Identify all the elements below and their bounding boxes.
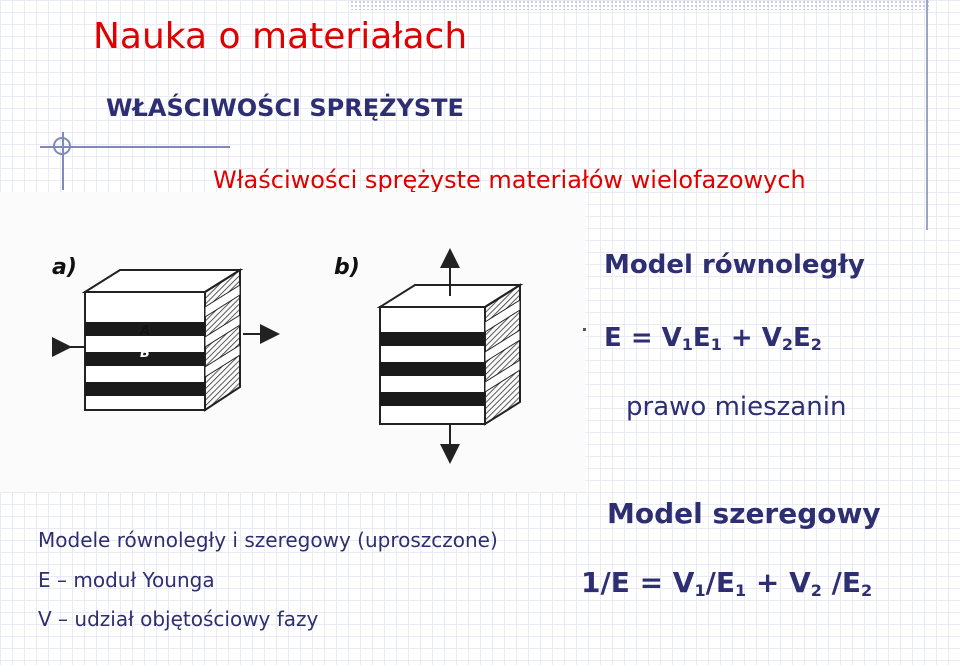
label-b: b) bbox=[334, 255, 360, 280]
note-young-modulus: E – moduł Younga bbox=[38, 568, 215, 592]
section-heading: WŁAŚCIWOŚCI SPRĘŻYSTE bbox=[106, 94, 464, 122]
slide-subtitle: Właściwości sprężyste materiałów wielofa… bbox=[213, 166, 806, 194]
decorative-vertical-rule bbox=[926, 0, 928, 230]
series-model-formula: 1/E = V1/E1 + V2 /E2 bbox=[581, 566, 873, 600]
composite-layers-figure: A B a) b) bbox=[0, 192, 586, 492]
layer-b-label: B bbox=[140, 346, 150, 361]
note-volume-fraction: V – udział objętościowy fazy bbox=[38, 607, 319, 631]
layer-a-label: A bbox=[139, 324, 150, 339]
top-pattern-strip bbox=[350, 0, 930, 10]
decorative-crosshair-rule bbox=[62, 132, 64, 190]
block-b-diagram: b) bbox=[334, 248, 524, 464]
series-model-heading: Model szeregowy bbox=[607, 497, 881, 530]
note-models: Modele równoległy i szeregowy (uproszczo… bbox=[38, 528, 498, 552]
slide-title: Nauka o materiałach bbox=[93, 16, 468, 57]
crosshair-circle-icon bbox=[53, 137, 71, 155]
block-a-diagram: A B a) bbox=[52, 255, 280, 412]
parallel-model-formula: E = V1E1 + V2E2 bbox=[604, 323, 822, 354]
stray-dot bbox=[583, 328, 586, 331]
parallel-model-heading: Model równoległy bbox=[604, 250, 865, 280]
label-a: a) bbox=[52, 255, 77, 280]
decorative-horizontal-rule bbox=[40, 146, 230, 148]
rule-of-mixtures-label: prawo mieszanin bbox=[626, 392, 847, 422]
